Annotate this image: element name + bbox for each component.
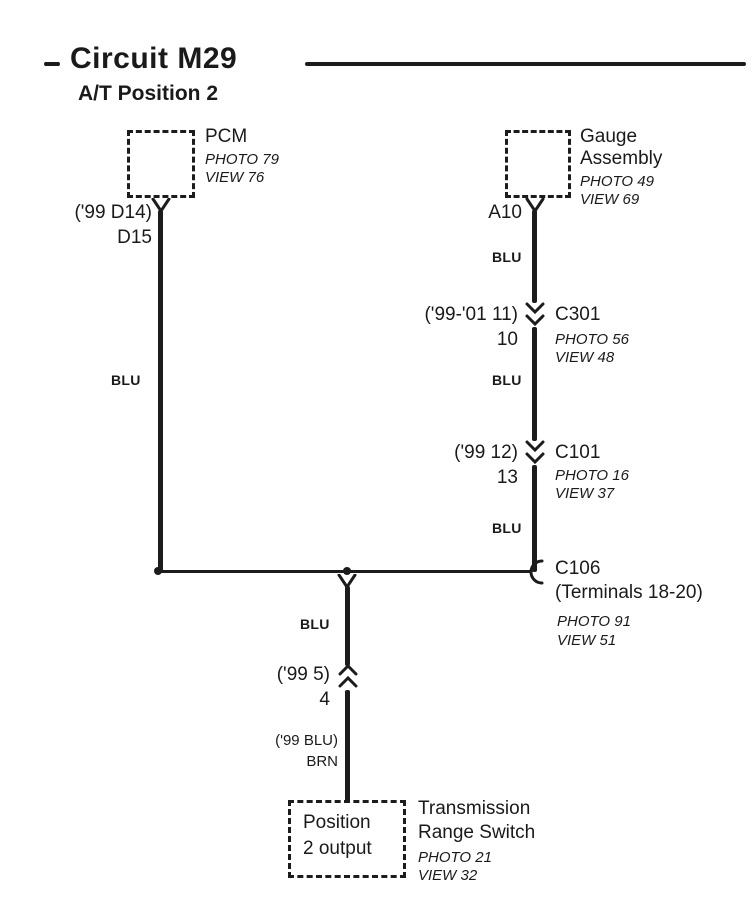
- pcm-pin-labels: ('99 D14) D15: [30, 200, 152, 250]
- pcm-component-box: [127, 130, 195, 198]
- diagram-title: Circuit M29: [70, 42, 238, 75]
- trs-view-ref: VIEW 32: [418, 867, 478, 884]
- bus-left-junction-dot: [154, 567, 162, 575]
- trs-box-text-line1: Position: [303, 812, 371, 833]
- c301-pin-line1: ('99-'01 11): [424, 304, 518, 325]
- gauge-assembly-component-box: [505, 130, 571, 198]
- c301-pin-labels: ('99-'01 11) 10: [370, 302, 518, 352]
- c301-connector-icon: [524, 302, 546, 328]
- wire-color-label: BLU: [492, 372, 522, 388]
- pcm-pin-line1: ('99 D14): [74, 202, 152, 223]
- gauge-view-ref: VIEW 69: [580, 191, 640, 208]
- branch-pin-line2: 4: [319, 689, 330, 710]
- trs-component-box: [288, 800, 406, 878]
- c101-view-ref: VIEW 37: [555, 485, 615, 502]
- trs-photo-ref: PHOTO 21: [418, 849, 492, 866]
- gauge-label-line2: Assembly: [580, 148, 663, 169]
- wire-c101-to-bus: [532, 465, 537, 572]
- title-leading-dash: [44, 62, 60, 66]
- gauge-label-line1: Gauge: [580, 126, 638, 147]
- wire-color-label: BLU: [492, 249, 522, 265]
- trs-label-line1: Transmission: [418, 798, 531, 819]
- c101-label: C101: [555, 442, 601, 463]
- c106-photo-ref: PHOTO 91: [557, 613, 631, 630]
- c301-pin-line2: 10: [496, 329, 518, 350]
- c301-view-ref: VIEW 48: [555, 349, 615, 366]
- wire-color-label: BLU: [111, 372, 141, 388]
- pcm-label: PCM: [205, 126, 248, 147]
- wire-pcm-to-bus: [158, 210, 163, 572]
- gauge-photo-ref: PHOTO 49: [580, 173, 654, 190]
- wire-gauge-to-c301: [532, 210, 537, 303]
- c106-label: C106: [555, 558, 601, 579]
- c101-pin-line2: 13: [496, 467, 518, 488]
- c301-label: C301: [555, 304, 601, 325]
- bus-mid-junction-dot: [343, 567, 351, 575]
- c106-terminals-label: (Terminals 18-20): [555, 582, 703, 603]
- c106-view-ref: VIEW 51: [557, 632, 617, 649]
- c101-pin-line1: ('99 12): [454, 442, 518, 463]
- branch-pin-labels: ('99 5) 4: [230, 662, 330, 712]
- c301-photo-ref: PHOTO 56: [555, 331, 629, 348]
- gauge-pin: A10: [488, 202, 522, 223]
- branch-pin-line1: ('99 5): [276, 664, 330, 685]
- wire-c301-to-c101: [532, 327, 537, 441]
- branch-connector-icon: [337, 663, 359, 690]
- trs-label-line2: Range Switch: [418, 822, 536, 843]
- c101-photo-ref: PHOTO 16: [555, 467, 629, 484]
- c101-pin-labels: ('99 12) 13: [400, 440, 518, 490]
- wire-color-label: BLU: [492, 520, 522, 536]
- c101-connector-icon: [524, 440, 546, 466]
- pcm-pin-line2: D15: [117, 227, 152, 248]
- pcm-view-ref: VIEW 76: [205, 169, 265, 186]
- wire-color-label: BLU: [300, 616, 330, 632]
- trs-box-text-line2: 2 output: [303, 838, 372, 859]
- wire-bus-to-connector: [345, 586, 350, 666]
- pcm-photo-ref: PHOTO 79: [205, 151, 279, 168]
- diagram-subtitle: A/T Position 2: [78, 82, 219, 105]
- title-rule: [305, 62, 746, 66]
- branch-note-line1: ('99 BLU): [275, 732, 338, 749]
- c106-connector-icon: [528, 558, 546, 586]
- branch-note-line2: BRN: [306, 753, 338, 770]
- gauge-pin-label: A10: [440, 200, 522, 225]
- branch-wire-note: ('99 BLU) BRN: [230, 730, 338, 772]
- wire-connector-to-trs: [345, 690, 350, 802]
